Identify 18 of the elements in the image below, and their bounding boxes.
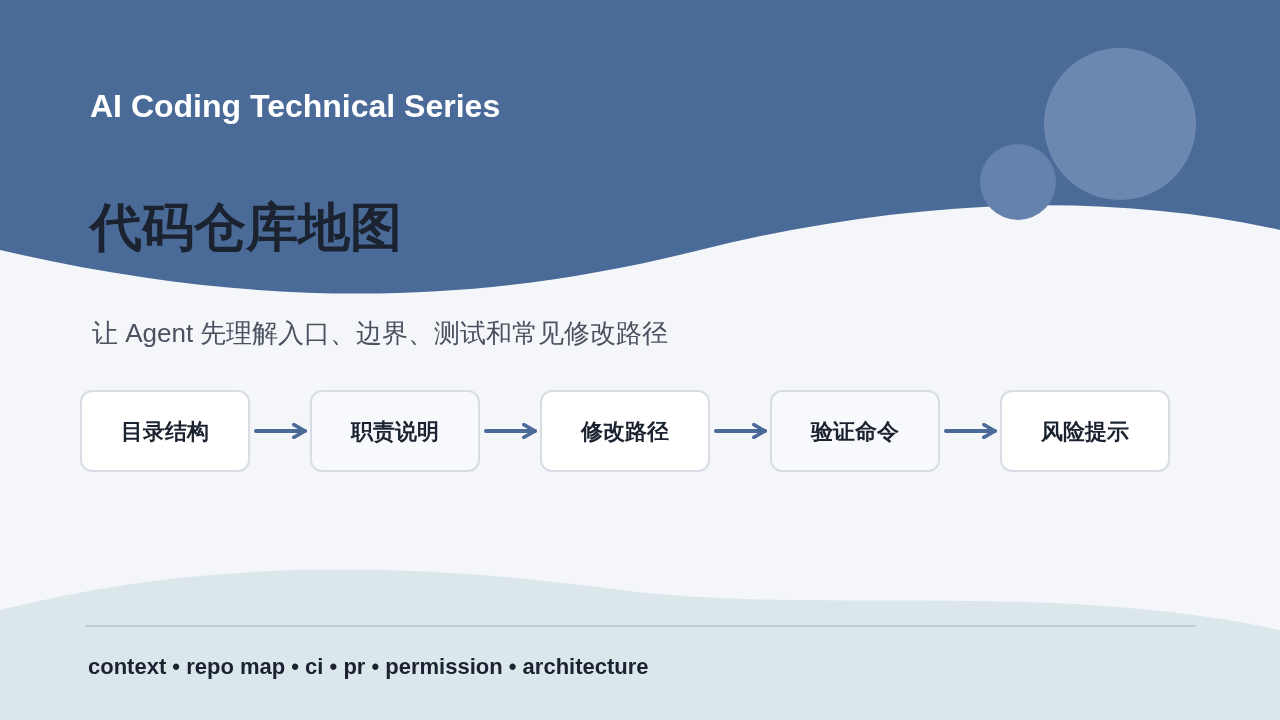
step-box: [1000, 390, 1170, 472]
arrow: [254, 422, 307, 440]
step-label: 目录结构: [121, 417, 209, 446]
step-label: 风险提示: [1041, 417, 1129, 446]
arrow: [484, 422, 537, 440]
series-kicker: AI Coding Technical Series: [90, 87, 501, 126]
step-box: [540, 390, 710, 472]
step-box: [80, 390, 250, 472]
slide-title: 代码仓库地图: [90, 197, 402, 258]
keyword-line: context • repo map • ci • pr • permission • architecture: [88, 653, 649, 681]
subtitle: 让 Agent 先理解入口、边界、测试和常见修改路径: [92, 317, 669, 350]
step-label: 验证命令: [811, 417, 899, 446]
arrow: [714, 422, 767, 440]
step-label: 修改路径: [581, 417, 669, 446]
step-box: [770, 390, 940, 472]
step-box: [310, 390, 480, 472]
step-label: 职责说明: [351, 417, 439, 446]
arrow: [944, 422, 997, 440]
